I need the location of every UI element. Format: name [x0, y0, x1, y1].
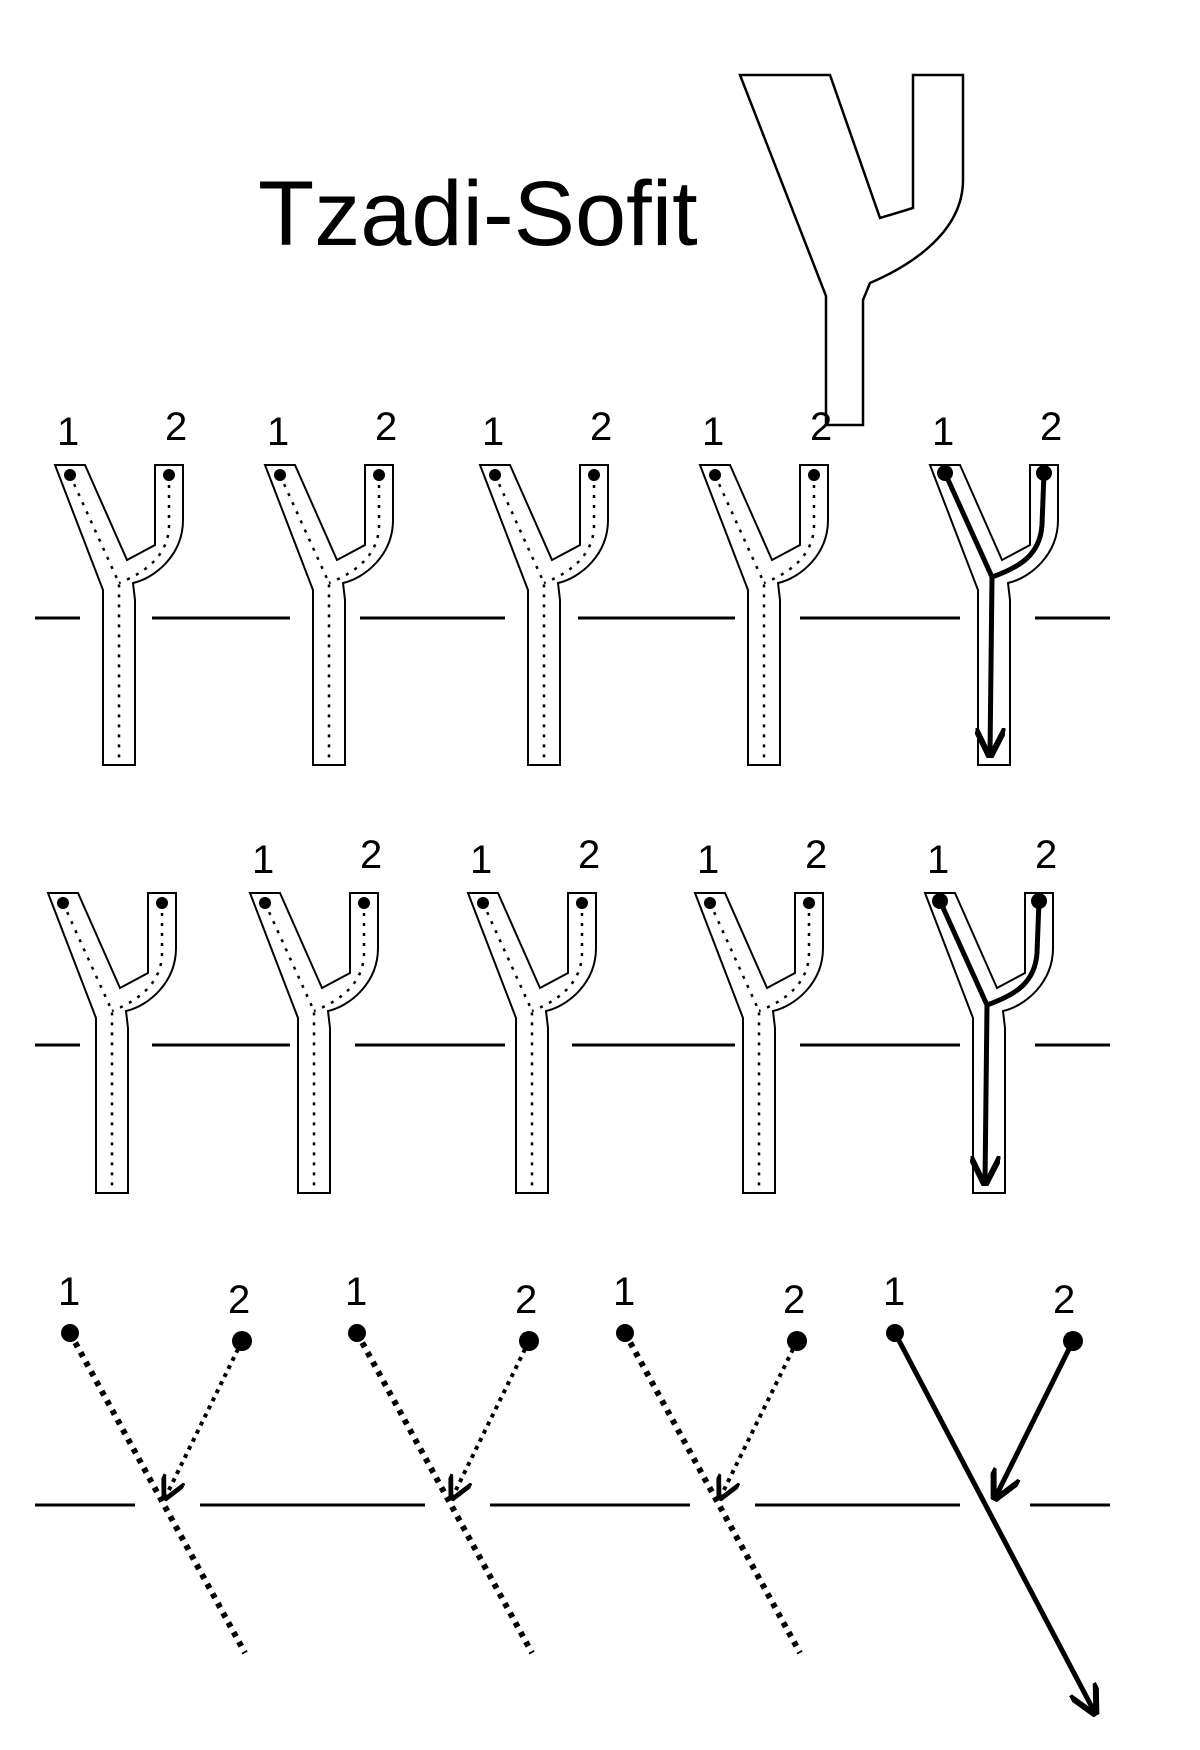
stroke-number-1: 1	[932, 410, 954, 454]
start-dot-1	[709, 469, 721, 481]
stroke-number-1: 1	[927, 838, 949, 882]
stroke-number-1: 1	[702, 410, 724, 454]
guide-stroke-2	[111, 903, 164, 1013]
start-dot-2	[163, 469, 175, 481]
stroke-number-2: 2	[1053, 1278, 1075, 1322]
start-dot-1	[259, 897, 271, 909]
guide-stroke-2	[543, 475, 596, 585]
guide-stroke-2	[328, 475, 381, 585]
guide-stroke-2	[763, 475, 816, 585]
start-dot-2	[358, 897, 370, 909]
start-dot-1	[704, 897, 716, 909]
page-title: Tzadi-Sofit	[258, 163, 698, 265]
guide-stroke-2	[720, 1340, 799, 1498]
stroke-number-2: 2	[578, 833, 600, 877]
start-dot-1	[64, 469, 76, 481]
start-dot-1	[616, 1324, 634, 1342]
stroke-number-2: 2	[783, 1278, 805, 1322]
start-dot-1	[348, 1324, 366, 1342]
guide-stroke-2	[313, 903, 366, 1013]
guide-stroke-1	[67, 1331, 248, 1655]
stroke-number-1: 1	[613, 1270, 635, 1314]
start-dot-1	[937, 465, 953, 481]
start-dot-2	[803, 897, 815, 909]
start-dot-2	[588, 469, 600, 481]
guide-stroke-2	[452, 1340, 531, 1498]
start-dot-1	[477, 897, 489, 909]
stroke-number-1: 1	[57, 410, 79, 454]
start-dot-2	[808, 469, 820, 481]
start-dot-2	[576, 897, 588, 909]
stroke-number-1: 1	[58, 1270, 80, 1314]
start-dot-1	[274, 469, 286, 481]
stroke-number-1: 1	[252, 838, 274, 882]
guide-stroke-2	[165, 1340, 244, 1498]
start-dot-2	[156, 897, 168, 909]
stroke-number-2: 2	[360, 833, 382, 877]
guide-stroke-1	[622, 1331, 803, 1655]
start-dot-2	[373, 469, 385, 481]
example-stroke-2	[986, 900, 1042, 1008]
guide-stroke-2	[118, 475, 171, 585]
stroke-number-1: 1	[267, 410, 289, 454]
tzadi-sofit-letter-icon	[738, 73, 965, 427]
start-dot-2	[232, 1331, 252, 1351]
tracing-letter	[46, 892, 177, 1194]
example-stroke-2	[991, 472, 1047, 580]
example-stroke-2	[995, 1339, 1076, 1498]
stroke-number-1: 1	[345, 1270, 367, 1314]
guide-stroke-2	[758, 903, 811, 1013]
start-dot-2	[519, 1331, 539, 1351]
stroke-number-2: 2	[810, 405, 832, 449]
start-dot-1	[932, 893, 948, 909]
guide-stroke-1	[354, 1331, 535, 1655]
start-dot-1	[886, 1324, 904, 1342]
start-dot-2	[1063, 1331, 1083, 1351]
stroke-number-1: 1	[697, 838, 719, 882]
guide-stroke-2	[531, 903, 584, 1013]
stroke-number-2: 2	[165, 405, 187, 449]
stroke-number-2: 2	[1040, 405, 1062, 449]
stroke-number-2: 2	[805, 833, 827, 877]
start-dot-2	[787, 1331, 807, 1351]
example-stroke-1	[892, 1331, 1095, 1713]
start-dot-2	[1031, 893, 1047, 909]
stroke-number-1: 1	[482, 410, 504, 454]
stroke-number-2: 2	[515, 1278, 537, 1322]
stroke-number-2: 2	[375, 405, 397, 449]
start-dot-1	[61, 1324, 79, 1342]
stroke-number-2: 2	[228, 1278, 250, 1322]
stroke-number-2: 2	[1035, 833, 1057, 877]
start-dot-1	[57, 897, 69, 909]
stroke-number-1: 1	[470, 838, 492, 882]
start-dot-2	[1036, 465, 1052, 481]
stroke-number-2: 2	[590, 405, 612, 449]
start-dot-1	[489, 469, 501, 481]
stroke-number-1: 1	[883, 1270, 905, 1314]
